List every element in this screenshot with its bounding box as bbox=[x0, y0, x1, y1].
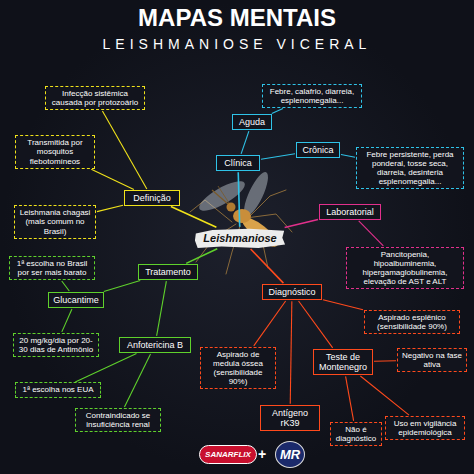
node-text: Negativo na fase ativa bbox=[401, 351, 463, 369]
node-text: Crônica bbox=[300, 145, 336, 155]
node-text: Aspirado esplênico (sensibilidade 90%) bbox=[368, 313, 456, 331]
node-text: Diagnóstico bbox=[266, 287, 318, 297]
logo-plus: + bbox=[258, 446, 266, 462]
detail-box: Infecção sistêmica causada por protozoár… bbox=[45, 86, 145, 110]
connector bbox=[251, 249, 284, 283]
node-text: Antígeno rK39 bbox=[264, 408, 316, 429]
connector bbox=[254, 301, 286, 346]
node-text: Clínica bbox=[220, 158, 256, 168]
connector bbox=[186, 249, 217, 264]
topic-box: Antígeno rK39 bbox=[260, 405, 320, 432]
detail-box: Pancitopenia, hipoalbuminemia, hipergama… bbox=[346, 247, 464, 290]
detail-box: Uso em vigilância epidemiológica bbox=[385, 416, 465, 440]
connector bbox=[124, 354, 150, 407]
node-text: Aguda bbox=[236, 117, 268, 127]
connector bbox=[171, 207, 216, 228]
connector bbox=[299, 301, 333, 348]
connector bbox=[241, 131, 249, 154]
connector bbox=[62, 281, 70, 291]
node-text: Teste de Montenegro bbox=[317, 352, 369, 373]
node-text: Definição bbox=[128, 193, 176, 203]
connector bbox=[261, 154, 295, 160]
detail-box: Contraindicado se insuficiência renal bbox=[75, 408, 161, 432]
topic-box: Diagnóstico bbox=[262, 284, 322, 300]
detail-box: 1ª escolha nos EUA bbox=[15, 382, 101, 397]
node-text: Aspirado de medula óssea (sensibilidade … bbox=[204, 350, 272, 387]
connector bbox=[285, 220, 318, 228]
node-text: Laboratorial bbox=[323, 207, 377, 217]
detail-box: Febre, calafrio, diarreia, esplenomegali… bbox=[262, 84, 362, 108]
connector bbox=[346, 376, 354, 421]
central-topic: Leishmaniose bbox=[194, 228, 286, 249]
topic-box: Clínica bbox=[216, 155, 260, 171]
connector bbox=[374, 360, 396, 361]
connector bbox=[359, 221, 384, 246]
connector bbox=[360, 376, 409, 415]
topic-box: Teste de Montenegro bbox=[313, 349, 373, 376]
topic-box: Anfotericina B bbox=[119, 337, 191, 353]
detail-box: Aspirado esplênico (sensibilidade 90%) bbox=[364, 310, 460, 334]
node-text: Leishmaniose bbox=[200, 232, 280, 245]
node-text: 1ª escolha no Brasil por ser mais barato bbox=[13, 259, 91, 277]
logo-text: SANARFLIX bbox=[199, 445, 257, 464]
detail-box: 20 mg/kg/dia por 20-30 dias de Antimônio bbox=[13, 333, 99, 357]
connector bbox=[341, 154, 355, 157]
node-text: Tratamento bbox=[142, 267, 194, 277]
connector bbox=[272, 109, 283, 114]
connector bbox=[91, 169, 134, 189]
detail-box: Transmitida por mosquitos flebotomíneos bbox=[15, 135, 95, 169]
node-text: Pancitopenia, hipoalbuminemia, hipergama… bbox=[350, 250, 460, 287]
detail-box: Negativo na fase ativa bbox=[397, 348, 467, 372]
detail-box: 1ª escolha no Brasil por ser mais barato bbox=[9, 256, 95, 280]
node-text: Febre persistente, perda ponderal, tosse… bbox=[360, 150, 460, 187]
connector bbox=[75, 354, 136, 382]
node-text: 20 mg/kg/dia por 20-30 dias de Antimônio bbox=[17, 336, 95, 354]
node-text: 1ª escolha nos EUA bbox=[19, 385, 97, 394]
detail-box: Não é diagnóstico bbox=[330, 422, 382, 446]
detail-box: Leishmania chagasi (mais comum no Brasil… bbox=[14, 205, 96, 239]
connector bbox=[97, 205, 123, 211]
node-text: Leishmania chagasi (mais comum no Brasil… bbox=[18, 208, 92, 236]
topic-box: Definição bbox=[124, 190, 180, 206]
subtitle: LEISHMANIOSE VICERAL bbox=[103, 36, 372, 52]
topic-box: Tratamento bbox=[138, 264, 198, 280]
node-text: Não é diagnóstico bbox=[334, 425, 378, 443]
topic-box: Glucantime bbox=[48, 292, 104, 308]
node-text: Infecção sistêmica causada por protozoár… bbox=[49, 89, 141, 107]
topic-box: Laboratorial bbox=[319, 204, 381, 220]
connector bbox=[157, 281, 167, 336]
logo-text: MR bbox=[275, 441, 305, 468]
detail-box: Febre persistente, perda ponderal, tosse… bbox=[356, 147, 464, 190]
connector bbox=[238, 172, 239, 227]
node-text: Uso em vigilância epidemiológica bbox=[389, 419, 461, 437]
topic-box: Aguda bbox=[232, 114, 272, 130]
node-text: Glucantime bbox=[52, 295, 100, 305]
title: MAPAS MENTAIS bbox=[138, 4, 336, 32]
node-text: Febre, calafrio, diarreia, esplenomegali… bbox=[266, 87, 358, 105]
connector bbox=[323, 300, 363, 310]
node-text: Contraindicado se insuficiência renal bbox=[79, 411, 157, 429]
connector bbox=[104, 280, 140, 291]
detail-box: Aspirado de medula óssea (sensibilidade … bbox=[200, 347, 276, 390]
connector bbox=[62, 309, 72, 332]
topic-box: Crônica bbox=[296, 142, 340, 158]
node-text: Transmitida por mosquitos flebotomíneos bbox=[19, 138, 91, 166]
connector bbox=[290, 301, 292, 403]
node-text: Anfotericina B bbox=[123, 340, 187, 350]
